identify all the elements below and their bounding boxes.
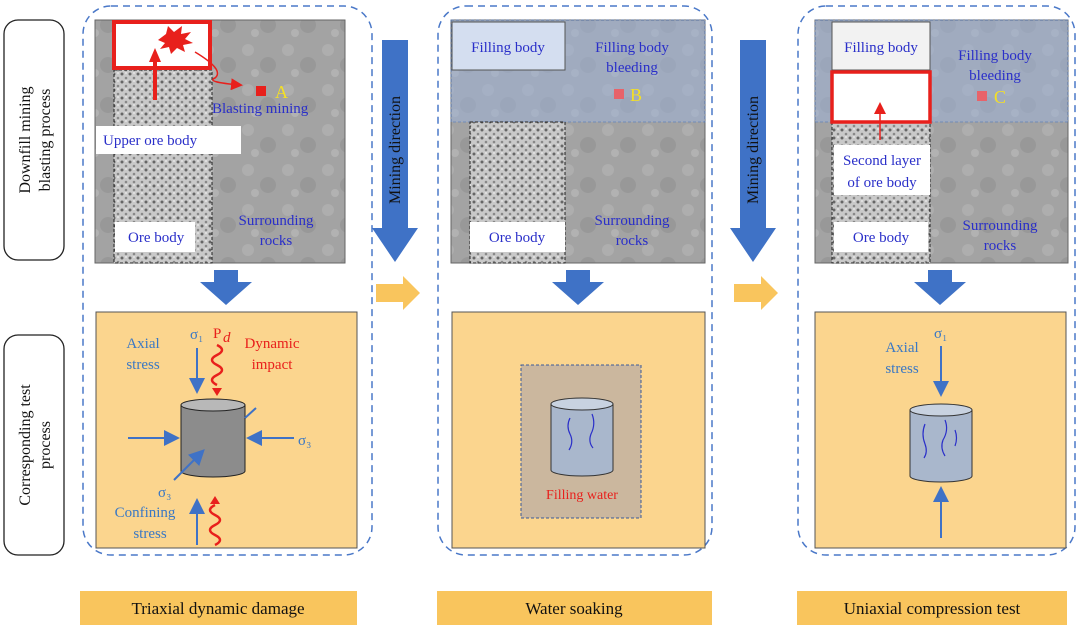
caption-triaxial: Triaxial dynamic damage	[80, 591, 357, 625]
svg-text:σ₁: σ₁	[190, 327, 203, 343]
panel-3-frame	[797, 5, 1076, 556]
svg-text:σ₃: σ₃	[158, 485, 171, 501]
down-arrow-icon	[200, 270, 252, 305]
svg-text:A: A	[275, 82, 288, 102]
svg-text:impact: impact	[252, 357, 294, 373]
svg-text:C: C	[994, 87, 1006, 107]
panel-2-frame	[437, 5, 713, 556]
svg-text:of ore body: of ore body	[847, 175, 917, 191]
svg-text:Water soaking: Water soaking	[525, 599, 623, 618]
mining-direction-arrow-1: Mining direction	[372, 40, 418, 262]
panel-2-rock-section: Filling body Filling body bleeding B Ore…	[450, 19, 706, 264]
down-arrow-icon	[552, 270, 604, 305]
svg-text:Surrounding: Surrounding	[239, 213, 315, 229]
svg-text:Corresponding test: Corresponding test	[17, 384, 34, 506]
filling-body-box	[451, 21, 566, 71]
svg-text:σ₃: σ₃	[298, 433, 311, 449]
svg-text:Filling body: Filling body	[595, 40, 669, 56]
svg-text:Filling body: Filling body	[844, 40, 918, 56]
svg-text:Ore body: Ore body	[128, 230, 185, 246]
panel-1-rock-section: A Blasting mining Upper ore body Ore bod…	[94, 19, 346, 264]
marker-a	[256, 86, 266, 96]
marker-b	[614, 89, 624, 99]
side-label-test-process: Corresponding test process	[3, 334, 65, 556]
svg-text:Triaxial dynamic damage: Triaxial dynamic damage	[131, 599, 304, 618]
crack-lines	[922, 419, 958, 459]
svg-text:σ₁: σ₁	[934, 326, 947, 342]
svg-text:Axial: Axial	[126, 336, 159, 352]
svg-text:Filling body: Filling body	[471, 40, 545, 56]
mining-direction-arrow-2: Mining direction	[730, 40, 776, 262]
svg-text:Confining: Confining	[115, 505, 176, 521]
svg-text:P: P	[213, 326, 221, 342]
triaxial-test-box: Axial stress σ₁ P d Dynamic impact σ₃ σ₃…	[95, 311, 358, 549]
svg-text:Downfill mining: Downfill mining	[17, 86, 34, 193]
dynamic-impact-wave	[208, 503, 222, 547]
svg-text:Dynamic: Dynamic	[245, 336, 300, 352]
panel-3-rock-section: Filling body Second layer of ore body Fi…	[814, 19, 1069, 264]
svg-text:blasting process: blasting process	[37, 89, 54, 192]
uniaxial-test-box: Axial stress σ₁	[814, 311, 1067, 549]
crack-lines	[567, 413, 595, 451]
svg-text:Filling water: Filling water	[546, 488, 618, 503]
svg-text:bleeding: bleeding	[969, 68, 1021, 84]
filling-body-box	[831, 21, 931, 71]
right-arrow-icon	[734, 276, 778, 310]
svg-text:rocks: rocks	[616, 233, 649, 249]
svg-text:process: process	[37, 421, 54, 469]
svg-text:Axial: Axial	[885, 340, 918, 356]
svg-text:Surrounding: Surrounding	[963, 218, 1039, 234]
svg-text:bleeding: bleeding	[606, 60, 658, 76]
caption-water-soaking: Water soaking	[437, 591, 712, 625]
svg-text:d: d	[223, 330, 231, 346]
right-arrow-icon	[376, 276, 420, 310]
svg-text:Mining direction: Mining direction	[745, 96, 762, 204]
dynamic-impact-wave	[210, 343, 224, 387]
marker-c	[977, 91, 987, 101]
svg-text:Second layer: Second layer	[843, 153, 921, 169]
explosion-icon	[158, 26, 193, 54]
svg-text:Surrounding: Surrounding	[595, 213, 671, 229]
svg-text:Uniaxial compression test: Uniaxial compression test	[844, 599, 1021, 618]
second-layer-chamber	[830, 70, 932, 124]
blast-chamber	[112, 20, 212, 70]
svg-text:stress: stress	[133, 526, 166, 542]
svg-text:Filling body: Filling body	[958, 48, 1032, 64]
water-soaking-box: Filling water	[451, 311, 706, 549]
down-arrow-icon	[914, 270, 966, 305]
svg-text:Mining direction: Mining direction	[387, 96, 404, 204]
svg-text:B: B	[630, 85, 642, 105]
specimen-cylinder	[180, 398, 246, 478]
svg-text:Blasting mining: Blasting mining	[212, 101, 309, 117]
svg-text:stress: stress	[126, 357, 159, 373]
side-label-blasting-process: Downfill mining blasting process	[3, 19, 65, 261]
confining-arrow-front	[173, 449, 205, 481]
svg-text:Upper ore body: Upper ore body	[103, 133, 198, 149]
panel-1-frame	[82, 5, 373, 556]
caption-uniaxial: Uniaxial compression test	[797, 591, 1067, 625]
svg-text:rocks: rocks	[984, 238, 1017, 254]
svg-text:Ore body: Ore body	[853, 230, 910, 246]
svg-text:rocks: rocks	[260, 233, 293, 249]
svg-text:stress: stress	[885, 361, 918, 377]
svg-text:Ore body: Ore body	[489, 230, 546, 246]
